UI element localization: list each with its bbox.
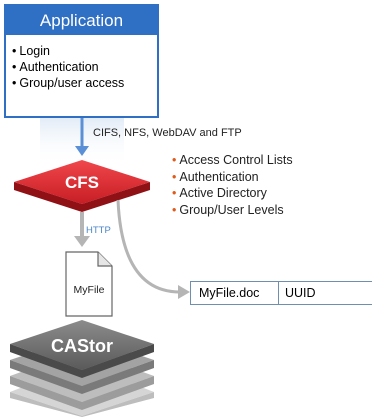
file-uuid-table: MyFile.doc UUID <box>190 281 372 305</box>
application-item: Group/user access <box>12 75 157 91</box>
mapping-arrow-curve <box>116 199 181 294</box>
application-item: Authentication <box>12 59 157 75</box>
mapping-arrow-head <box>178 285 190 299</box>
file-label: MyFile <box>73 284 105 296</box>
castor-stack <box>10 320 154 417</box>
uuid-cell: UUID <box>285 286 316 300</box>
protocol-arrow-head <box>75 146 89 156</box>
http-arrow-head <box>74 236 90 247</box>
protocols-label: CIFS, NFS, WebDAV and FTP <box>93 127 242 139</box>
cfs-feature-list: Access Control Lists Authentication Acti… <box>172 152 293 219</box>
application-items: Login Authentication Group/user access <box>6 35 157 91</box>
castor-label: CAStor <box>51 336 113 356</box>
document-icon <box>65 251 113 317</box>
cfs-side <box>14 182 150 212</box>
filename-cell: MyFile.doc <box>191 282 279 304</box>
feature-item: Authentication <box>172 169 293 186</box>
feature-item: Access Control Lists <box>172 152 292 169</box>
cfs-label: CFS <box>65 173 99 192</box>
application-box: Application Login Authentication Group/u… <box>4 4 159 118</box>
cfs-top <box>14 160 150 204</box>
feature-item: Group/User Levels <box>172 202 293 219</box>
http-label: HTTP <box>86 225 111 236</box>
application-item: Login <box>12 43 157 59</box>
application-title: Application <box>6 6 157 35</box>
feature-item: Active Directory <box>172 185 293 202</box>
